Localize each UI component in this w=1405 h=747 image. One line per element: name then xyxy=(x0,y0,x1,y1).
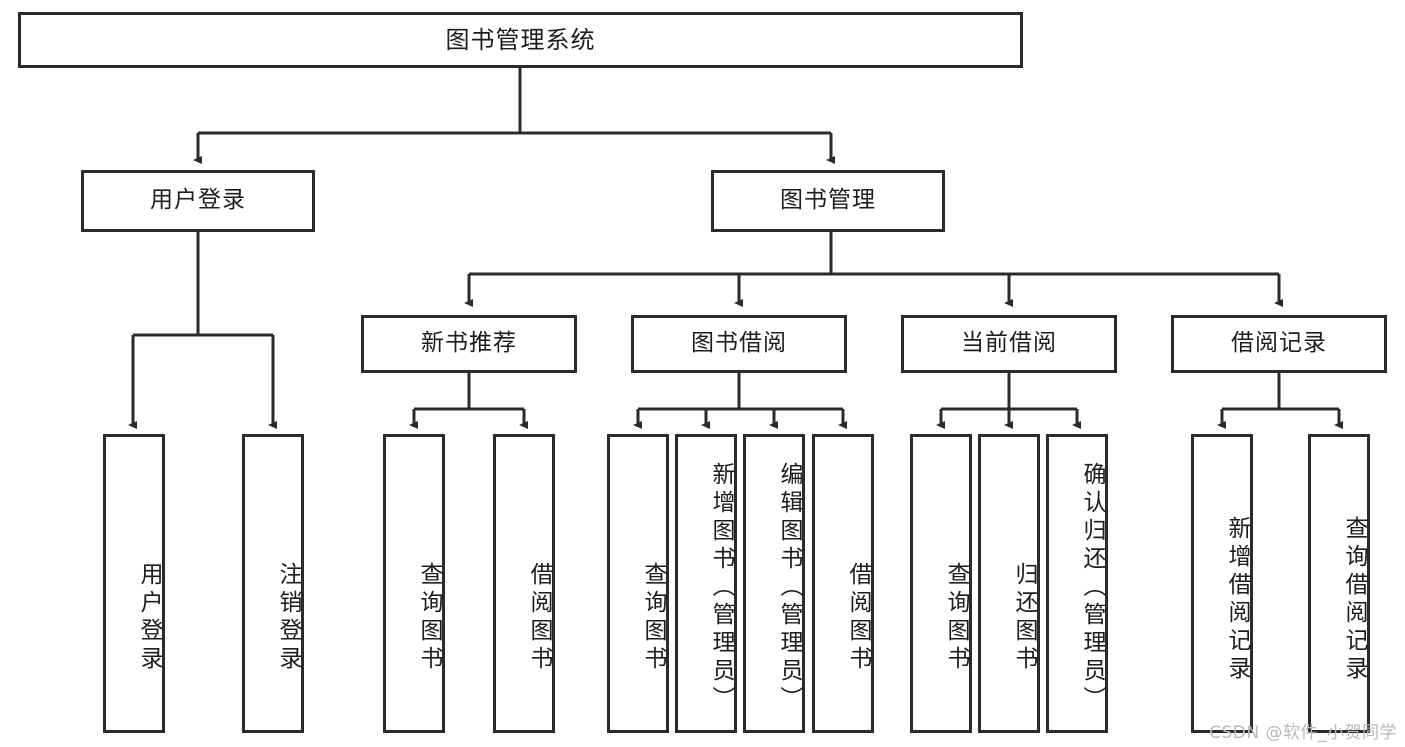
leaf-query-record-label: 查询借阅记录 xyxy=(1341,515,1367,684)
leaf-add-book-admin[interactable]: 新增图书（管理员） xyxy=(675,434,737,733)
node-current-borrow-label: 当前借阅 xyxy=(961,330,1057,357)
leaf-borrow-book-1-label: 借阅图书 xyxy=(526,561,552,674)
leaf-confirm-return-label: 确认归还（管理员） xyxy=(1079,461,1105,714)
node-root-label: 图书管理系统 xyxy=(445,25,596,54)
leaf-borrow-book-2[interactable]: 借阅图书 xyxy=(812,434,874,733)
node-book-borrow[interactable]: 图书借阅 xyxy=(631,315,847,373)
node-current-borrow[interactable]: 当前借阅 xyxy=(901,315,1117,373)
node-root[interactable]: 图书管理系统 xyxy=(18,12,1023,68)
leaf-add-book-admin-label: 新增图书（管理员） xyxy=(708,461,734,714)
leaf-query-book-2[interactable]: 查询图书 xyxy=(607,434,669,733)
leaf-user-login[interactable]: 用户登录 xyxy=(103,434,165,733)
node-new-book-recommend[interactable]: 新书推荐 xyxy=(361,315,577,373)
node-book-manage[interactable]: 图书管理 xyxy=(711,170,945,232)
leaf-edit-book-admin-label: 编辑图书（管理员） xyxy=(776,461,802,714)
leaf-query-record[interactable]: 查询借阅记录 xyxy=(1308,434,1370,733)
node-book-borrow-label: 图书借阅 xyxy=(691,330,787,357)
leaf-return-book[interactable]: 归还图书 xyxy=(978,434,1040,733)
leaf-borrow-book-2-label: 借阅图书 xyxy=(845,561,871,674)
node-new-book-recommend-label: 新书推荐 xyxy=(421,330,517,357)
node-borrow-record[interactable]: 借阅记录 xyxy=(1171,315,1387,373)
node-user-login-label: 用户登录 xyxy=(150,187,246,214)
node-borrow-record-label: 借阅记录 xyxy=(1231,330,1327,357)
leaf-confirm-return[interactable]: 确认归还（管理员） xyxy=(1046,434,1108,733)
leaf-logout-login[interactable]: 注销登录 xyxy=(242,434,304,733)
leaf-add-record[interactable]: 新增借阅记录 xyxy=(1191,434,1253,733)
leaf-user-login-label: 用户登录 xyxy=(136,561,162,674)
leaf-query-book-3-label: 查询图书 xyxy=(943,561,969,674)
leaf-add-record-label: 新增借阅记录 xyxy=(1224,515,1250,684)
leaf-query-book-2-label: 查询图书 xyxy=(640,561,666,674)
leaf-logout-login-label: 注销登录 xyxy=(275,561,301,674)
leaf-query-book-1[interactable]: 查询图书 xyxy=(383,434,445,733)
leaf-query-book-3[interactable]: 查询图书 xyxy=(910,434,972,733)
leaf-return-book-label: 归还图书 xyxy=(1011,561,1037,674)
leaf-borrow-book-1[interactable]: 借阅图书 xyxy=(493,434,555,733)
leaf-query-book-1-label: 查询图书 xyxy=(416,561,442,674)
leaf-edit-book-admin[interactable]: 编辑图书（管理员） xyxy=(743,434,805,733)
watermark-text: CSDN @软件_小贺同学 xyxy=(1209,723,1397,743)
node-user-login[interactable]: 用户登录 xyxy=(81,170,315,232)
node-book-manage-label: 图书管理 xyxy=(780,187,876,214)
